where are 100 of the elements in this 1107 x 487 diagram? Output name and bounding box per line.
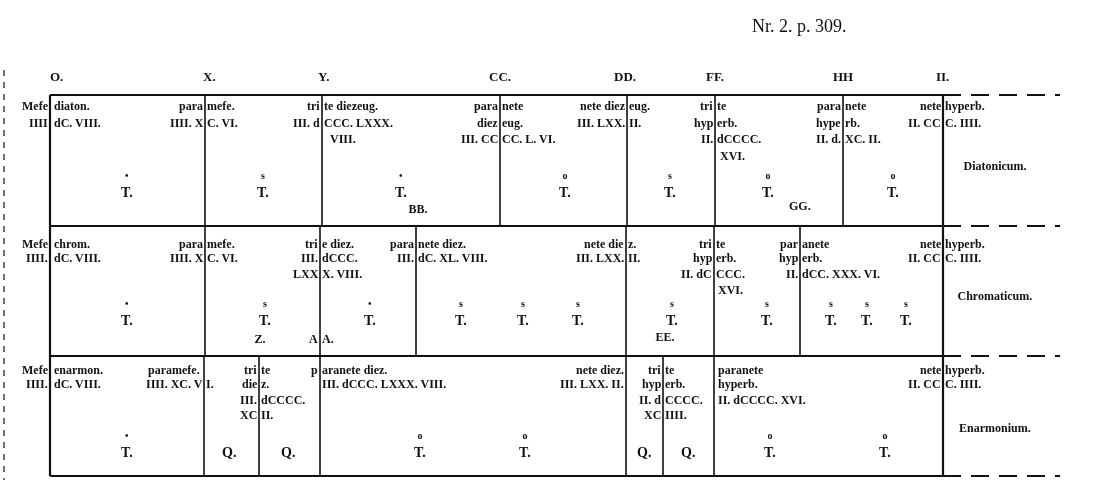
- ratio-text: I.: [206, 378, 214, 391]
- column-letter: HH: [833, 70, 854, 83]
- ratio-text: C. IIII.: [945, 378, 982, 391]
- ratio-text: nete: [502, 100, 524, 113]
- ratio-text: tri: [700, 100, 713, 113]
- ratio-text: chrom.: [54, 238, 91, 251]
- ratio-text: dCCCC.: [261, 394, 306, 407]
- ratio-text: para: [474, 100, 498, 113]
- ratio-text: LXX: [293, 268, 319, 281]
- interval-symbol: T.: [861, 313, 873, 328]
- ratio-text: hyperb.: [945, 100, 985, 113]
- ratio-text: dCCC.: [322, 252, 358, 265]
- interval-symbol: Q.: [637, 445, 652, 460]
- interval-symbol: Q.: [681, 445, 696, 460]
- ratio-text: II.: [261, 409, 274, 422]
- ratio-text: IIII.: [26, 252, 48, 265]
- ratio-text: tri: [648, 364, 661, 377]
- ratio-text: III. LXX.: [577, 117, 626, 130]
- accent-mark: •: [125, 431, 129, 441]
- accent-mark: o: [767, 431, 773, 441]
- ratio-text: te: [261, 364, 271, 377]
- ratio-text: C. IIII.: [945, 117, 982, 130]
- ratio-text: II. dC: [681, 268, 712, 281]
- interval-symbol: T.: [879, 445, 891, 460]
- ratio-text: erb.: [665, 378, 686, 391]
- ratio-text: XC. II.: [845, 133, 881, 146]
- ratio-text: hyp: [779, 252, 799, 265]
- ratio-text: te: [717, 100, 727, 113]
- ratio-text: nete die: [584, 238, 624, 251]
- ratio-text: II. dCCCC. XVI.: [718, 394, 806, 407]
- ratio-text: EE.: [655, 331, 675, 344]
- interval-symbol: T.: [825, 313, 837, 328]
- ratio-text: p: [311, 364, 318, 377]
- interval-symbol: T.: [121, 185, 133, 200]
- page-reference: Nr. 2. p. 309.: [752, 16, 847, 36]
- ratio-text: XC: [240, 409, 258, 422]
- accent-mark: s: [865, 299, 869, 309]
- ratio-text: nete: [920, 364, 942, 377]
- ratio-text: para: [179, 100, 203, 113]
- accent-mark: s: [263, 299, 267, 309]
- accent-mark: s: [765, 299, 769, 309]
- ratio-text: IIII. X: [170, 117, 204, 130]
- interval-symbol: T.: [414, 445, 426, 460]
- accent-mark: o: [890, 171, 896, 181]
- ratio-text: XVI.: [718, 284, 743, 297]
- accent-mark: s: [668, 171, 672, 181]
- ratio-text: hyp: [642, 378, 662, 391]
- ratio-text: IIII. XC. V: [146, 378, 203, 391]
- column-letter: X.: [203, 70, 216, 83]
- ratio-text: tri: [305, 238, 318, 251]
- ratio-text: CCC. LXXX.: [324, 117, 393, 130]
- ratio-text: nete diez: [580, 100, 625, 113]
- ratio-text: z.: [261, 378, 270, 391]
- interval-symbol: T.: [666, 313, 678, 328]
- ratio-text: para: [817, 100, 841, 113]
- ratio-text: III. d: [293, 117, 320, 130]
- ratio-text: anete: [802, 238, 830, 251]
- accent-mark: s: [670, 299, 674, 309]
- ratio-text: mefe.: [207, 100, 235, 113]
- ratio-text: Z.: [254, 333, 266, 346]
- accent-mark: •: [368, 299, 372, 309]
- accent-mark: •: [399, 171, 403, 181]
- ratio-text: tri: [244, 364, 257, 377]
- ratio-text: die: [242, 378, 258, 391]
- ratio-text: eug.: [502, 117, 523, 130]
- interval-symbol: T.: [900, 313, 912, 328]
- ratio-text: GG.: [789, 200, 811, 213]
- ratio-text: BB.: [408, 203, 428, 216]
- ratio-text: IIII.: [665, 409, 687, 422]
- ratio-text: dC. VIII.: [54, 378, 101, 391]
- ratio-text: Mefe: [22, 364, 48, 377]
- ratio-text: CC. L. VI.: [502, 133, 556, 146]
- ratio-text: diaton.: [54, 100, 90, 113]
- ratio-text: CCC.: [716, 268, 745, 281]
- accent-mark: o: [562, 171, 568, 181]
- ratio-text: dCC. XXX. VI.: [802, 268, 881, 281]
- ratio-text: II. CC: [908, 378, 941, 391]
- interval-symbol: T.: [259, 313, 271, 328]
- ratio-text: paranete: [718, 364, 764, 377]
- column-letter: II.: [936, 70, 950, 83]
- interval-symbol: T.: [572, 313, 584, 328]
- accent-mark: s: [261, 171, 265, 181]
- genus-name: Diatonicum.: [963, 160, 1027, 173]
- ratio-text: VIII.: [330, 133, 356, 146]
- interval-symbol: T.: [455, 313, 467, 328]
- ratio-text: par: [780, 238, 798, 251]
- accent-mark: s: [459, 299, 463, 309]
- ratio-text: III.: [301, 252, 318, 265]
- ratio-text: dC. VIII.: [54, 117, 101, 130]
- ratio-text: II.: [786, 268, 799, 281]
- interval-symbol: T.: [364, 313, 376, 328]
- ratio-text: C. VI.: [207, 252, 238, 265]
- ratio-text: nete: [920, 238, 942, 251]
- accent-mark: o: [417, 431, 423, 441]
- ratio-text: III.: [397, 252, 414, 265]
- ratio-text: tri: [307, 100, 320, 113]
- genus-name: Chromaticum.: [957, 290, 1033, 303]
- ratio-text: XVI.: [720, 150, 745, 163]
- interval-symbol: T.: [121, 313, 133, 328]
- ratio-text: hyp: [693, 252, 713, 265]
